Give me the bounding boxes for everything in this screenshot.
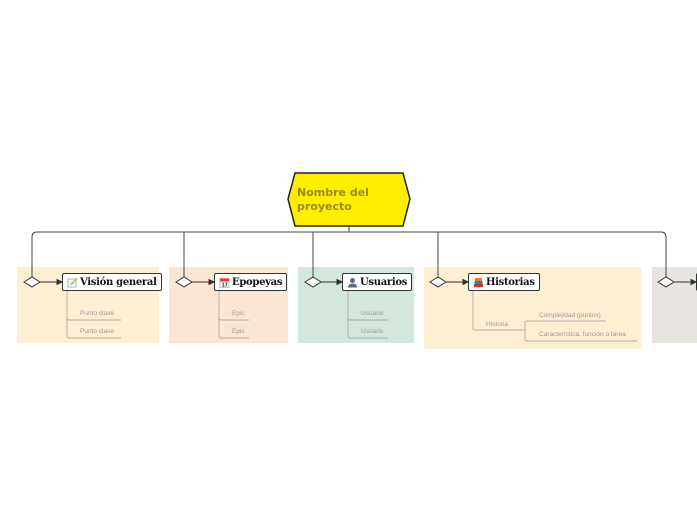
calendar-icon: 17 — [219, 277, 230, 288]
root-node — [287, 172, 411, 227]
leaf-epopeyas-2[interactable]: Epic — [232, 328, 245, 335]
topic-usuarios[interactable]: Usuarios — [342, 273, 413, 291]
books-icon — [473, 277, 484, 288]
panel-extra — [652, 267, 697, 343]
topic-historias[interactable]: Historias — [468, 273, 540, 291]
leaf-caracteristica[interactable]: Característica, función o tarea — [539, 331, 626, 338]
expand-diamond-icon — [23, 276, 41, 288]
topic-vision-general[interactable]: Visión general — [62, 273, 162, 291]
leaf-usuarios-2[interactable]: Usuario — [361, 328, 384, 335]
root-title[interactable]: Nombre del proyecto — [297, 186, 369, 213]
memo-icon — [67, 277, 78, 288]
leaf-usuarios-1[interactable]: Usuario — [361, 310, 384, 317]
leaf-epopeyas-1[interactable]: Epic — [232, 310, 245, 317]
svg-text:17: 17 — [221, 282, 227, 287]
expand-diamond-icon — [304, 276, 322, 288]
leaf-vision-general-2[interactable]: Punto clave — [80, 328, 114, 335]
expand-diamond-icon — [175, 276, 193, 288]
expand-diamond-icon — [429, 276, 447, 288]
leaf-complejidad[interactable]: Complejidad (puntos) — [539, 312, 601, 319]
expand-diamond-icon — [657, 276, 675, 288]
leaf-historia[interactable]: Historia — [486, 321, 509, 328]
topic-epopeyas[interactable]: 17 Epopeyas — [214, 273, 288, 291]
user-icon — [347, 277, 358, 288]
leaf-vision-general-1[interactable]: Punto clave — [80, 310, 114, 317]
